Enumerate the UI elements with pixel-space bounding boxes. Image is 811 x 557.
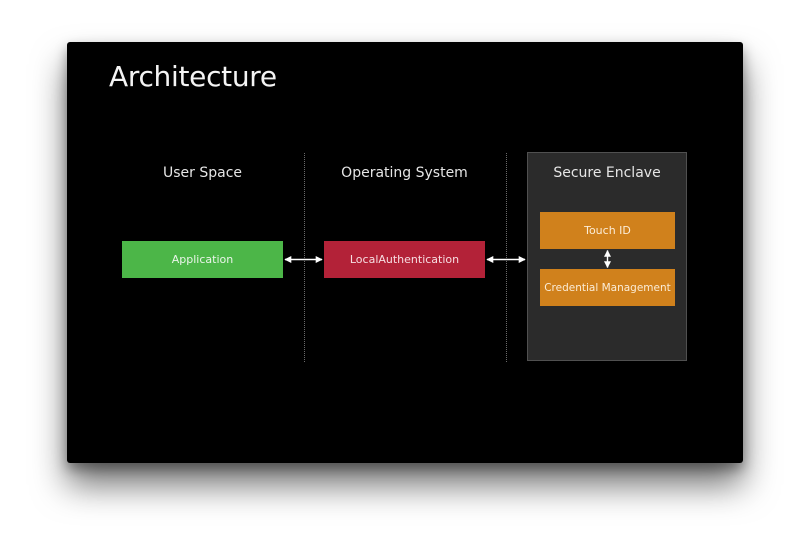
credential-management-box: Credential Management: [540, 269, 675, 306]
column-divider-1: [304, 153, 305, 362]
touch-id-box: Touch ID: [540, 212, 675, 249]
column-label-user-space: User Space: [162, 165, 243, 181]
slide: Architecture User Space Operating System…: [67, 42, 743, 463]
local-authentication-box: LocalAuthentication: [324, 241, 485, 278]
column-divider-2: [506, 153, 507, 362]
slide-title: Architecture: [109, 60, 277, 93]
application-box: Application: [122, 241, 283, 278]
secure-enclave-panel: [527, 152, 687, 361]
column-label-operating-system: Operating System: [341, 165, 468, 181]
column-label-secure-enclave: Secure Enclave: [553, 165, 661, 181]
